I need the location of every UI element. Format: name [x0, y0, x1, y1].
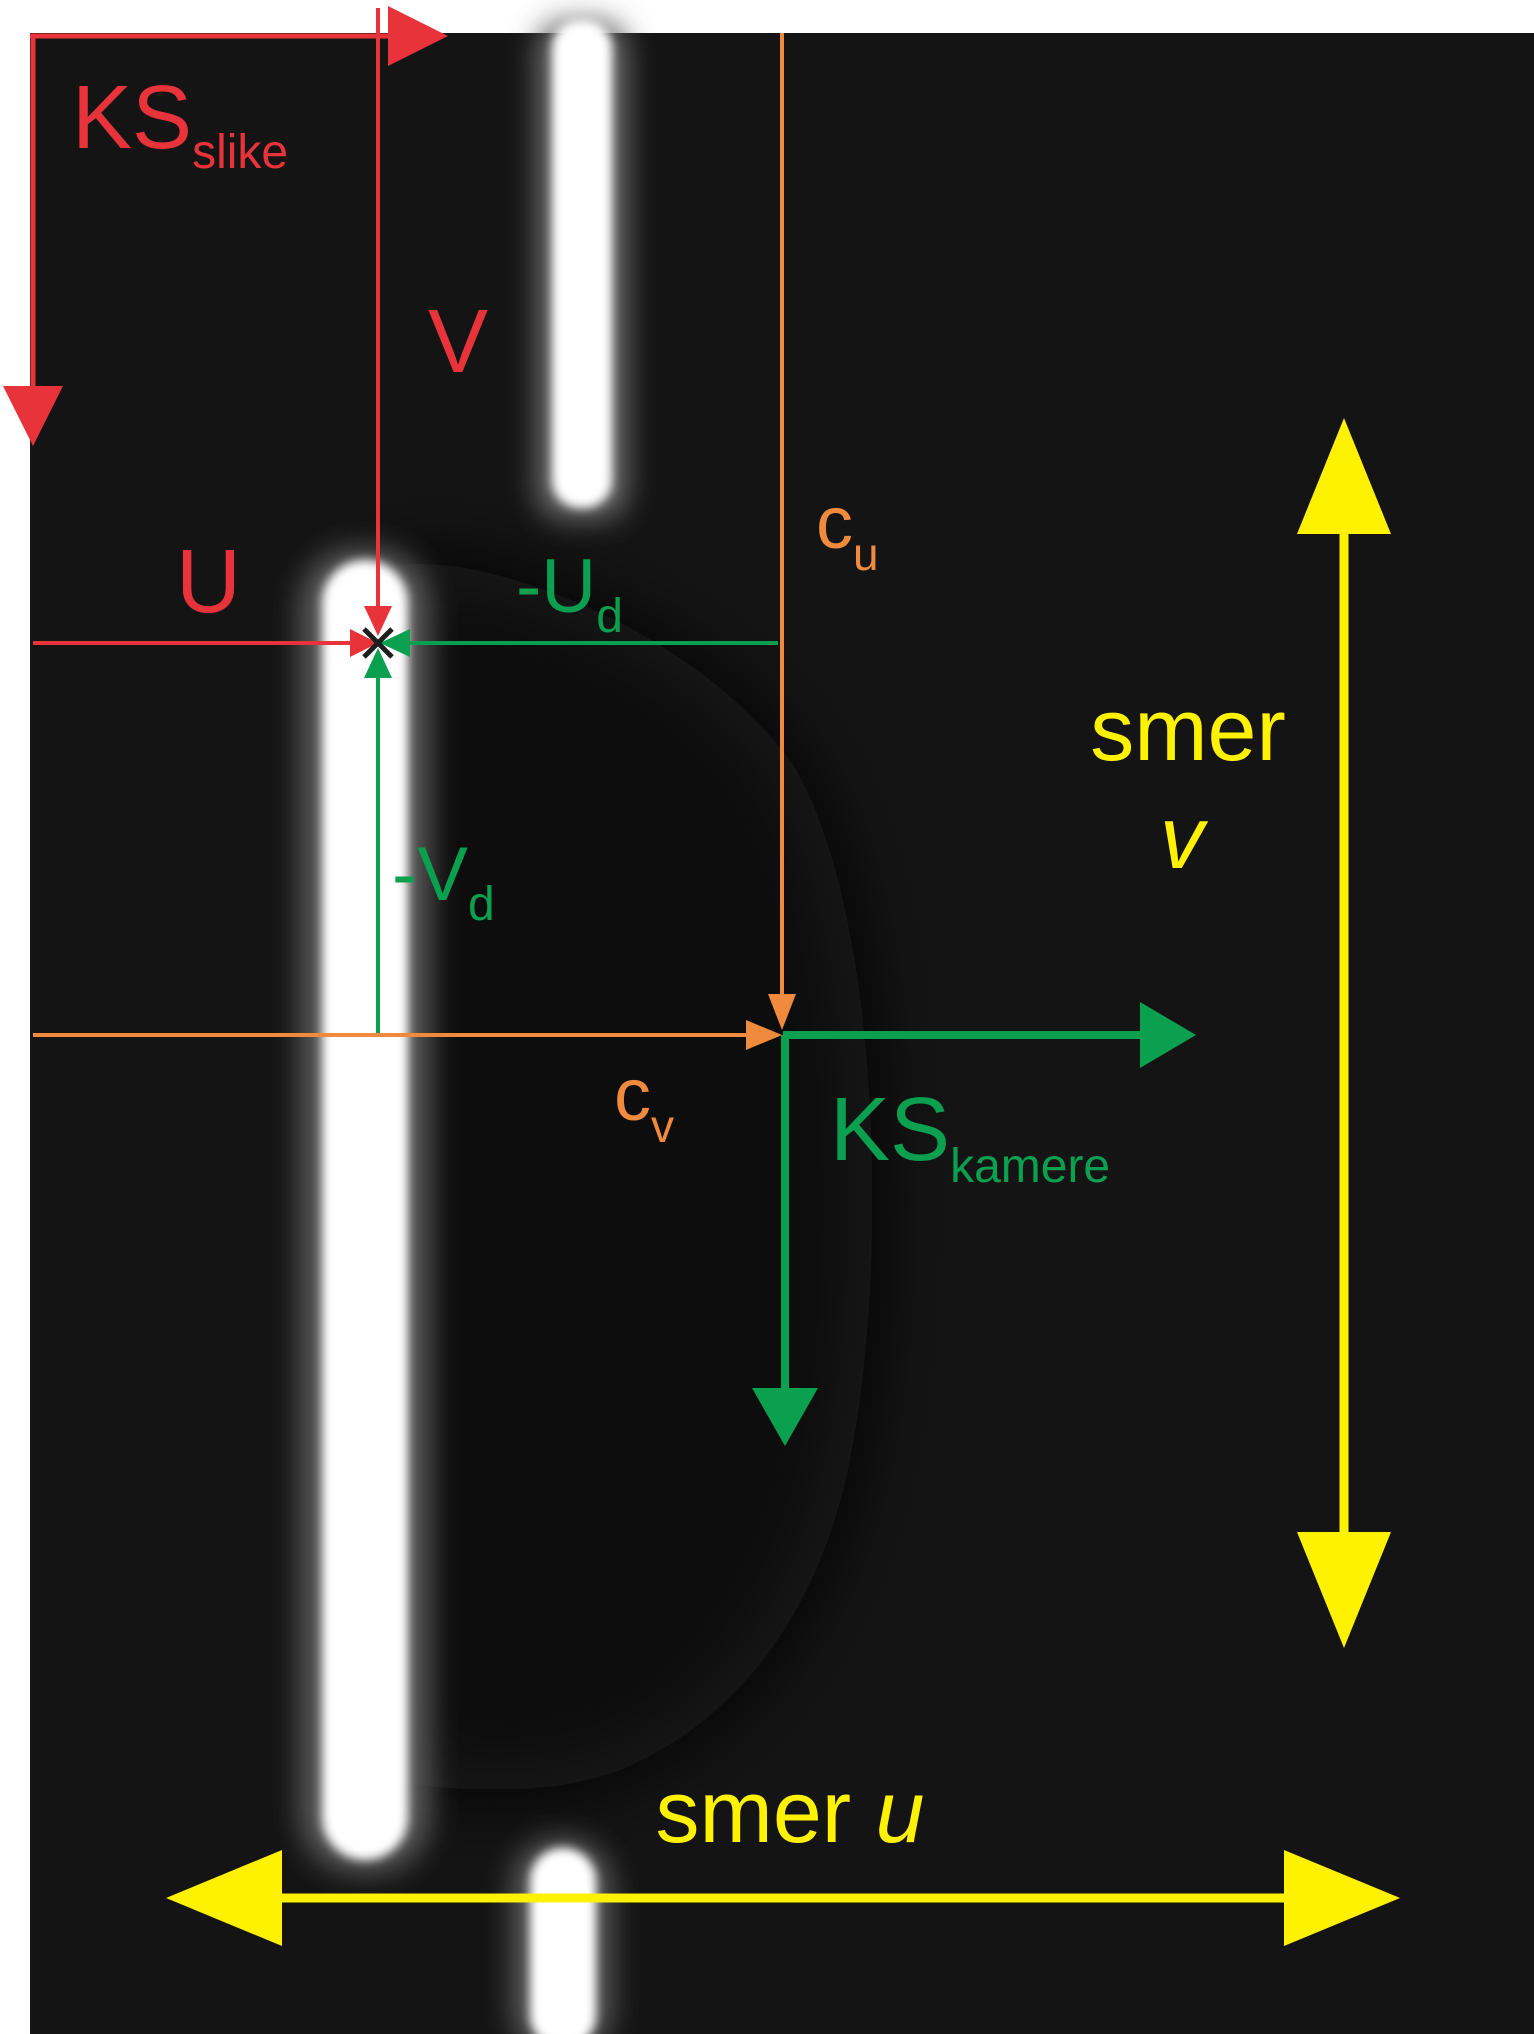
cu-main: c [816, 481, 853, 564]
neg-vd-arrowhead [364, 648, 392, 678]
lower-needle [512, 1838, 612, 2034]
neg-vd-label: -Vd [392, 832, 495, 931]
camera-x-arrowhead [1140, 1002, 1196, 1068]
neg-vd-main: -V [392, 832, 468, 917]
u-label: U [176, 532, 241, 632]
ks-camera-sub: kamere [950, 1140, 1110, 1193]
u-direction-arrowhead-right [1284, 1850, 1400, 1946]
v-direction-arrowhead-down [1297, 1532, 1391, 1648]
cv-arrowhead [746, 1020, 782, 1050]
neg-ud-arrowhead [380, 629, 410, 657]
v-label: V [428, 292, 488, 392]
image-y-arrowhead [3, 386, 63, 446]
upper-needle [536, 20, 628, 520]
target-point-marker [362, 627, 394, 659]
cu-sub: u [853, 528, 879, 580]
u-distance-arrowhead [350, 629, 378, 657]
direction-arrows: smer v smer u [166, 418, 1400, 1946]
neg-ud-main: -U [516, 544, 596, 629]
ks-image-label: KSslike [72, 68, 288, 179]
v-distance-arrowhead [364, 606, 392, 636]
camera-coordinate-system: -Ud -Vd KSkamere [364, 544, 1196, 1446]
image-coordinate-system: KSslike V U [3, 6, 488, 657]
v-direction-word: smer [1090, 680, 1286, 779]
ks-camera-main: KS [830, 1080, 950, 1180]
v-direction-letter: v [1160, 788, 1209, 887]
u-direction-label: smer u [656, 1762, 925, 1861]
cv-label: cv [614, 1053, 674, 1152]
principal-point-offsets: cu cv [33, 33, 879, 1152]
ks-camera-label: KSkamere [830, 1080, 1110, 1193]
u-direction-letter: u [876, 1762, 925, 1861]
u-direction-arrowhead-left [166, 1850, 282, 1946]
glowing-rod [300, 548, 430, 1873]
ks-image-main: KS [72, 68, 192, 168]
neg-vd-sub: d [468, 878, 495, 931]
v-direction-arrowhead-up [1297, 418, 1391, 534]
cv-main: c [614, 1053, 651, 1136]
cv-sub: v [651, 1100, 674, 1152]
image-x-arrowhead [388, 6, 448, 66]
cu-arrowhead [768, 994, 796, 1030]
droplet-shadow [390, 560, 873, 1790]
u-direction-word: smer [656, 1762, 852, 1861]
camera-y-arrowhead [752, 1388, 818, 1446]
ks-image-sub: slike [192, 126, 288, 179]
neg-ud-label: -Ud [516, 544, 623, 643]
neg-ud-sub: d [596, 590, 623, 643]
cu-label: cu [816, 481, 879, 580]
